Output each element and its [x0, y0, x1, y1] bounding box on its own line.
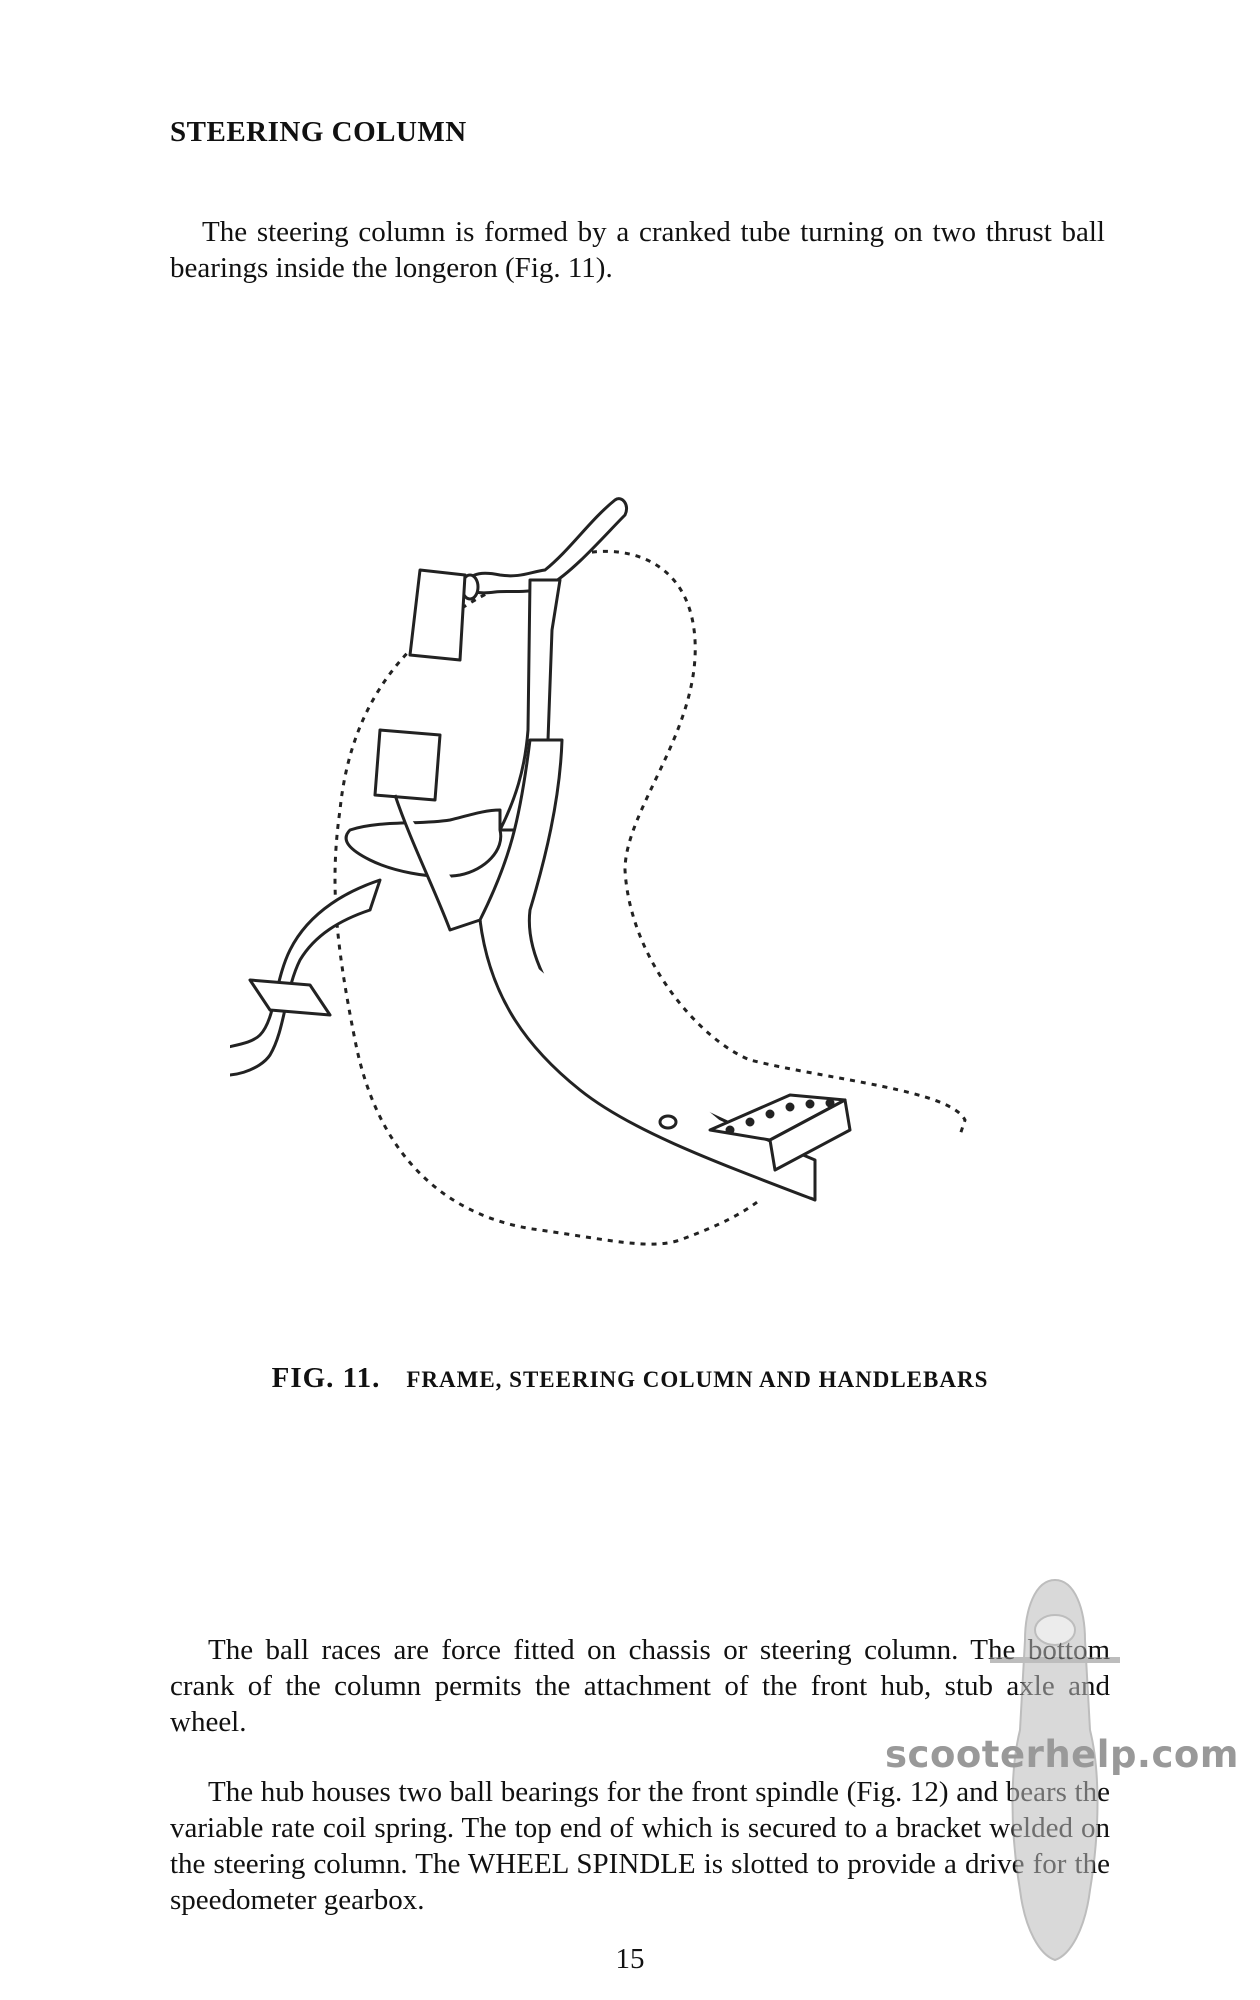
figure-number: FIG. 11. — [271, 1362, 381, 1394]
rear-bracket — [708, 1093, 852, 1172]
page-number: 15 — [615, 1943, 645, 1975]
figure-caption: FIG. 11. FRAME, STEERING COLUMN AND HANDL… — [0, 1362, 1260, 1395]
figure-caption-text: FRAME, STEERING COLUMN AND HANDLEBARS — [406, 1367, 989, 1392]
body-outline-dashed — [333, 549, 967, 1246]
paragraph-steering-column: The steering column is formed by a crank… — [170, 216, 1105, 284]
scooter-logo-watermark — [990, 1578, 1120, 1962]
paragraph-hub: The hub houses two ball bearings for the… — [170, 1776, 1110, 1916]
watermark-text: scooterhelp.com — [885, 1733, 1239, 1776]
paragraph-ball-races: The ball races are force fitted on chass… — [170, 1634, 1110, 1738]
frame-steering-column-illustration — [230, 497, 967, 1246]
section-heading: STEERING COLUMN — [170, 116, 467, 148]
